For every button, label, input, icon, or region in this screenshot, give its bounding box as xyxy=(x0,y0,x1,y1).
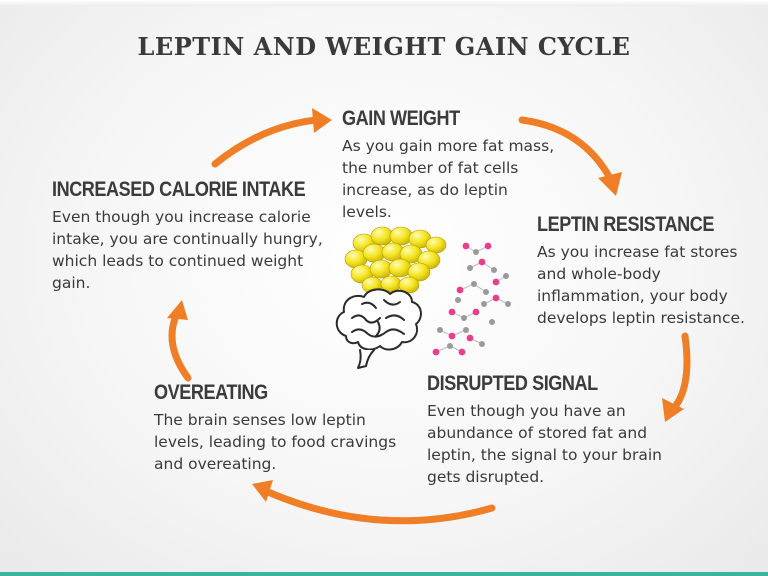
page-title: LEPTIN AND WEIGHT GAIN CYCLE xyxy=(137,32,631,61)
stage-heading: GAIN WEIGHT xyxy=(342,107,460,130)
stage-gain-weight: GAIN WEIGHT As you gain more fat mass, t… xyxy=(342,107,562,223)
arrow-gain-to-resistance xyxy=(518,116,622,196)
arrow-resistance-to-signal xyxy=(662,332,691,422)
brain-icon xyxy=(335,288,422,369)
stage-description: Even though you have an abundance of sto… xyxy=(427,402,662,486)
stage-description: As you increase fat stores and whole-bod… xyxy=(537,243,745,327)
stage-description: Even though you increase calorie intake,… xyxy=(52,208,323,292)
bottom-accent-bar xyxy=(0,572,768,576)
leptin-molecules-icon xyxy=(432,242,511,356)
stage-heading: OVEREATING xyxy=(154,381,268,404)
stage-heading: INCREASED CALORIE INTAKE xyxy=(52,178,306,201)
stage-overeating: OVEREATING The brain senses low leptin l… xyxy=(154,381,404,475)
arrow-signal-to-overeating xyxy=(252,480,496,525)
stage-disrupted-signal: DISRUPTED SIGNAL Even though you have an… xyxy=(427,372,662,488)
stage-heading: LEPTIN RESISTANCE xyxy=(537,213,714,236)
cycle-arrows xyxy=(167,108,691,525)
stage-description: As you gain more fat mass, the number of… xyxy=(342,137,555,221)
arrow-overeating-to-calorie xyxy=(167,300,192,382)
arrow-calorie-to-gain xyxy=(211,108,332,168)
top-divider xyxy=(0,0,768,6)
fat-cells-icon xyxy=(344,226,447,294)
stage-description: The brain senses low leptin levels, lead… xyxy=(154,411,397,473)
stage-heading: DISRUPTED SIGNAL xyxy=(427,372,598,395)
stage-increased-calorie-intake: INCREASED CALORIE INTAKE Even though you… xyxy=(52,178,342,294)
stage-leptin-resistance: LEPTIN RESISTANCE As you increase fat st… xyxy=(537,213,765,329)
